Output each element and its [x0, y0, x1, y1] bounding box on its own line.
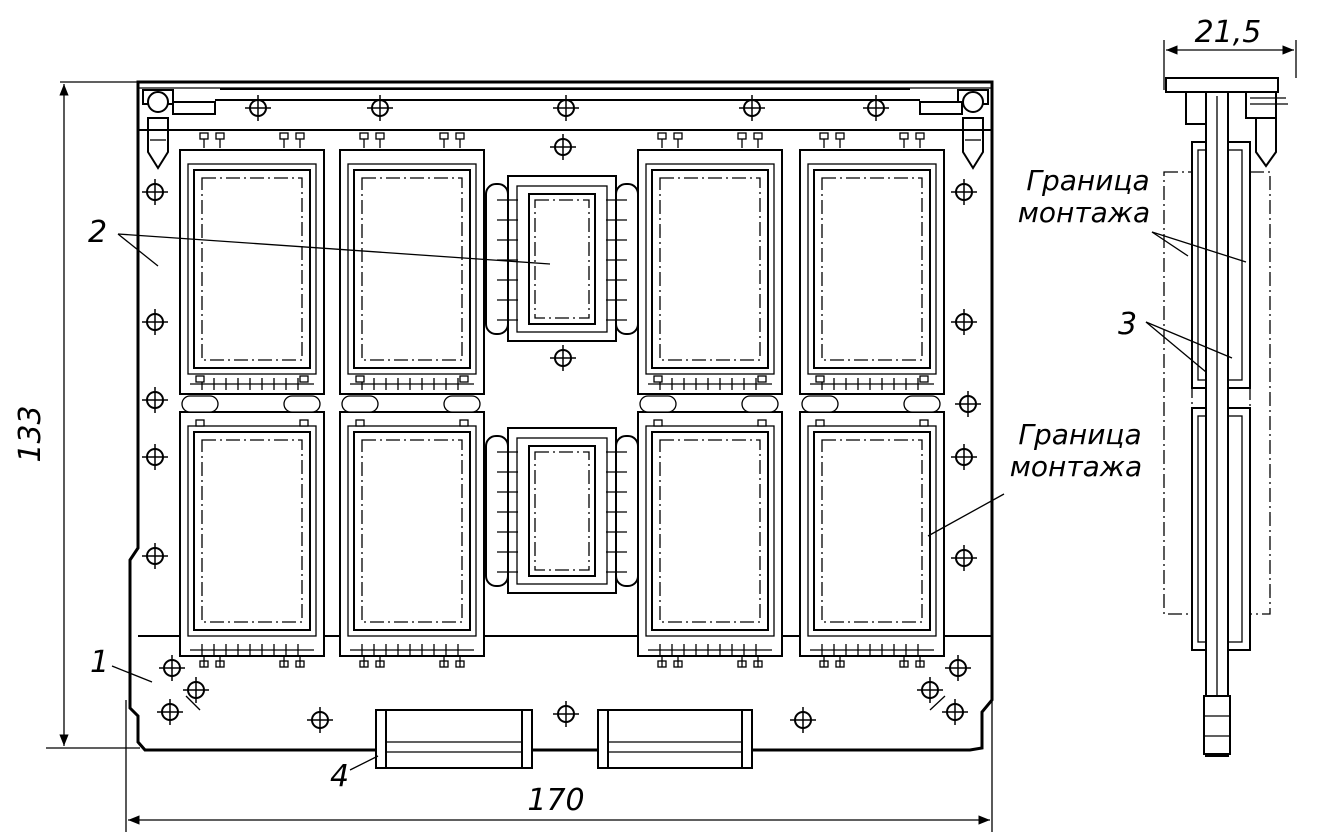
- callout-3: 3: [1118, 307, 1137, 342]
- width-dimension-label: 170: [527, 783, 584, 818]
- module-1-4: [799, 132, 945, 395]
- center-module-top: [485, 175, 639, 342]
- module-1-1: [179, 132, 325, 395]
- dimension-height: [46, 81, 140, 749]
- module-1-2: [339, 132, 485, 395]
- edge-connector-right: [597, 709, 753, 769]
- side-callout-leaders: [1145, 231, 1247, 373]
- guide-pin-left: [142, 89, 216, 170]
- microcircuit-modules: [179, 132, 945, 668]
- mount-boundary-note-side-1: Граница: [1026, 164, 1149, 197]
- callout-4: 4: [330, 759, 349, 794]
- callout-2: 2: [88, 215, 107, 250]
- mount-boundary-note-front-2: монтажа: [1010, 450, 1142, 483]
- guide-pin-right: [919, 89, 989, 170]
- module-2-2: [339, 411, 485, 668]
- module-joints: [181, 395, 941, 413]
- callout-leaders: [111, 233, 1005, 771]
- module-2-3: [637, 411, 783, 668]
- mount-boundary-note-front-1: Граница: [1018, 418, 1141, 451]
- module-2-1: [179, 411, 325, 668]
- thickness-dimension-label: 21,5: [1195, 15, 1262, 50]
- module-1-3: [637, 132, 783, 395]
- module-2-4: [799, 411, 945, 668]
- side-view: [1163, 77, 1288, 757]
- dimension-width: [125, 700, 993, 832]
- edge-connector-left: [375, 709, 533, 769]
- center-module-bottom: [485, 427, 639, 594]
- height-dimension-label: 133: [13, 405, 48, 462]
- dimension-thickness: [1163, 40, 1297, 90]
- mount-boundary-note-side-2: монтажа: [1018, 196, 1150, 229]
- callout-1: 1: [90, 645, 109, 680]
